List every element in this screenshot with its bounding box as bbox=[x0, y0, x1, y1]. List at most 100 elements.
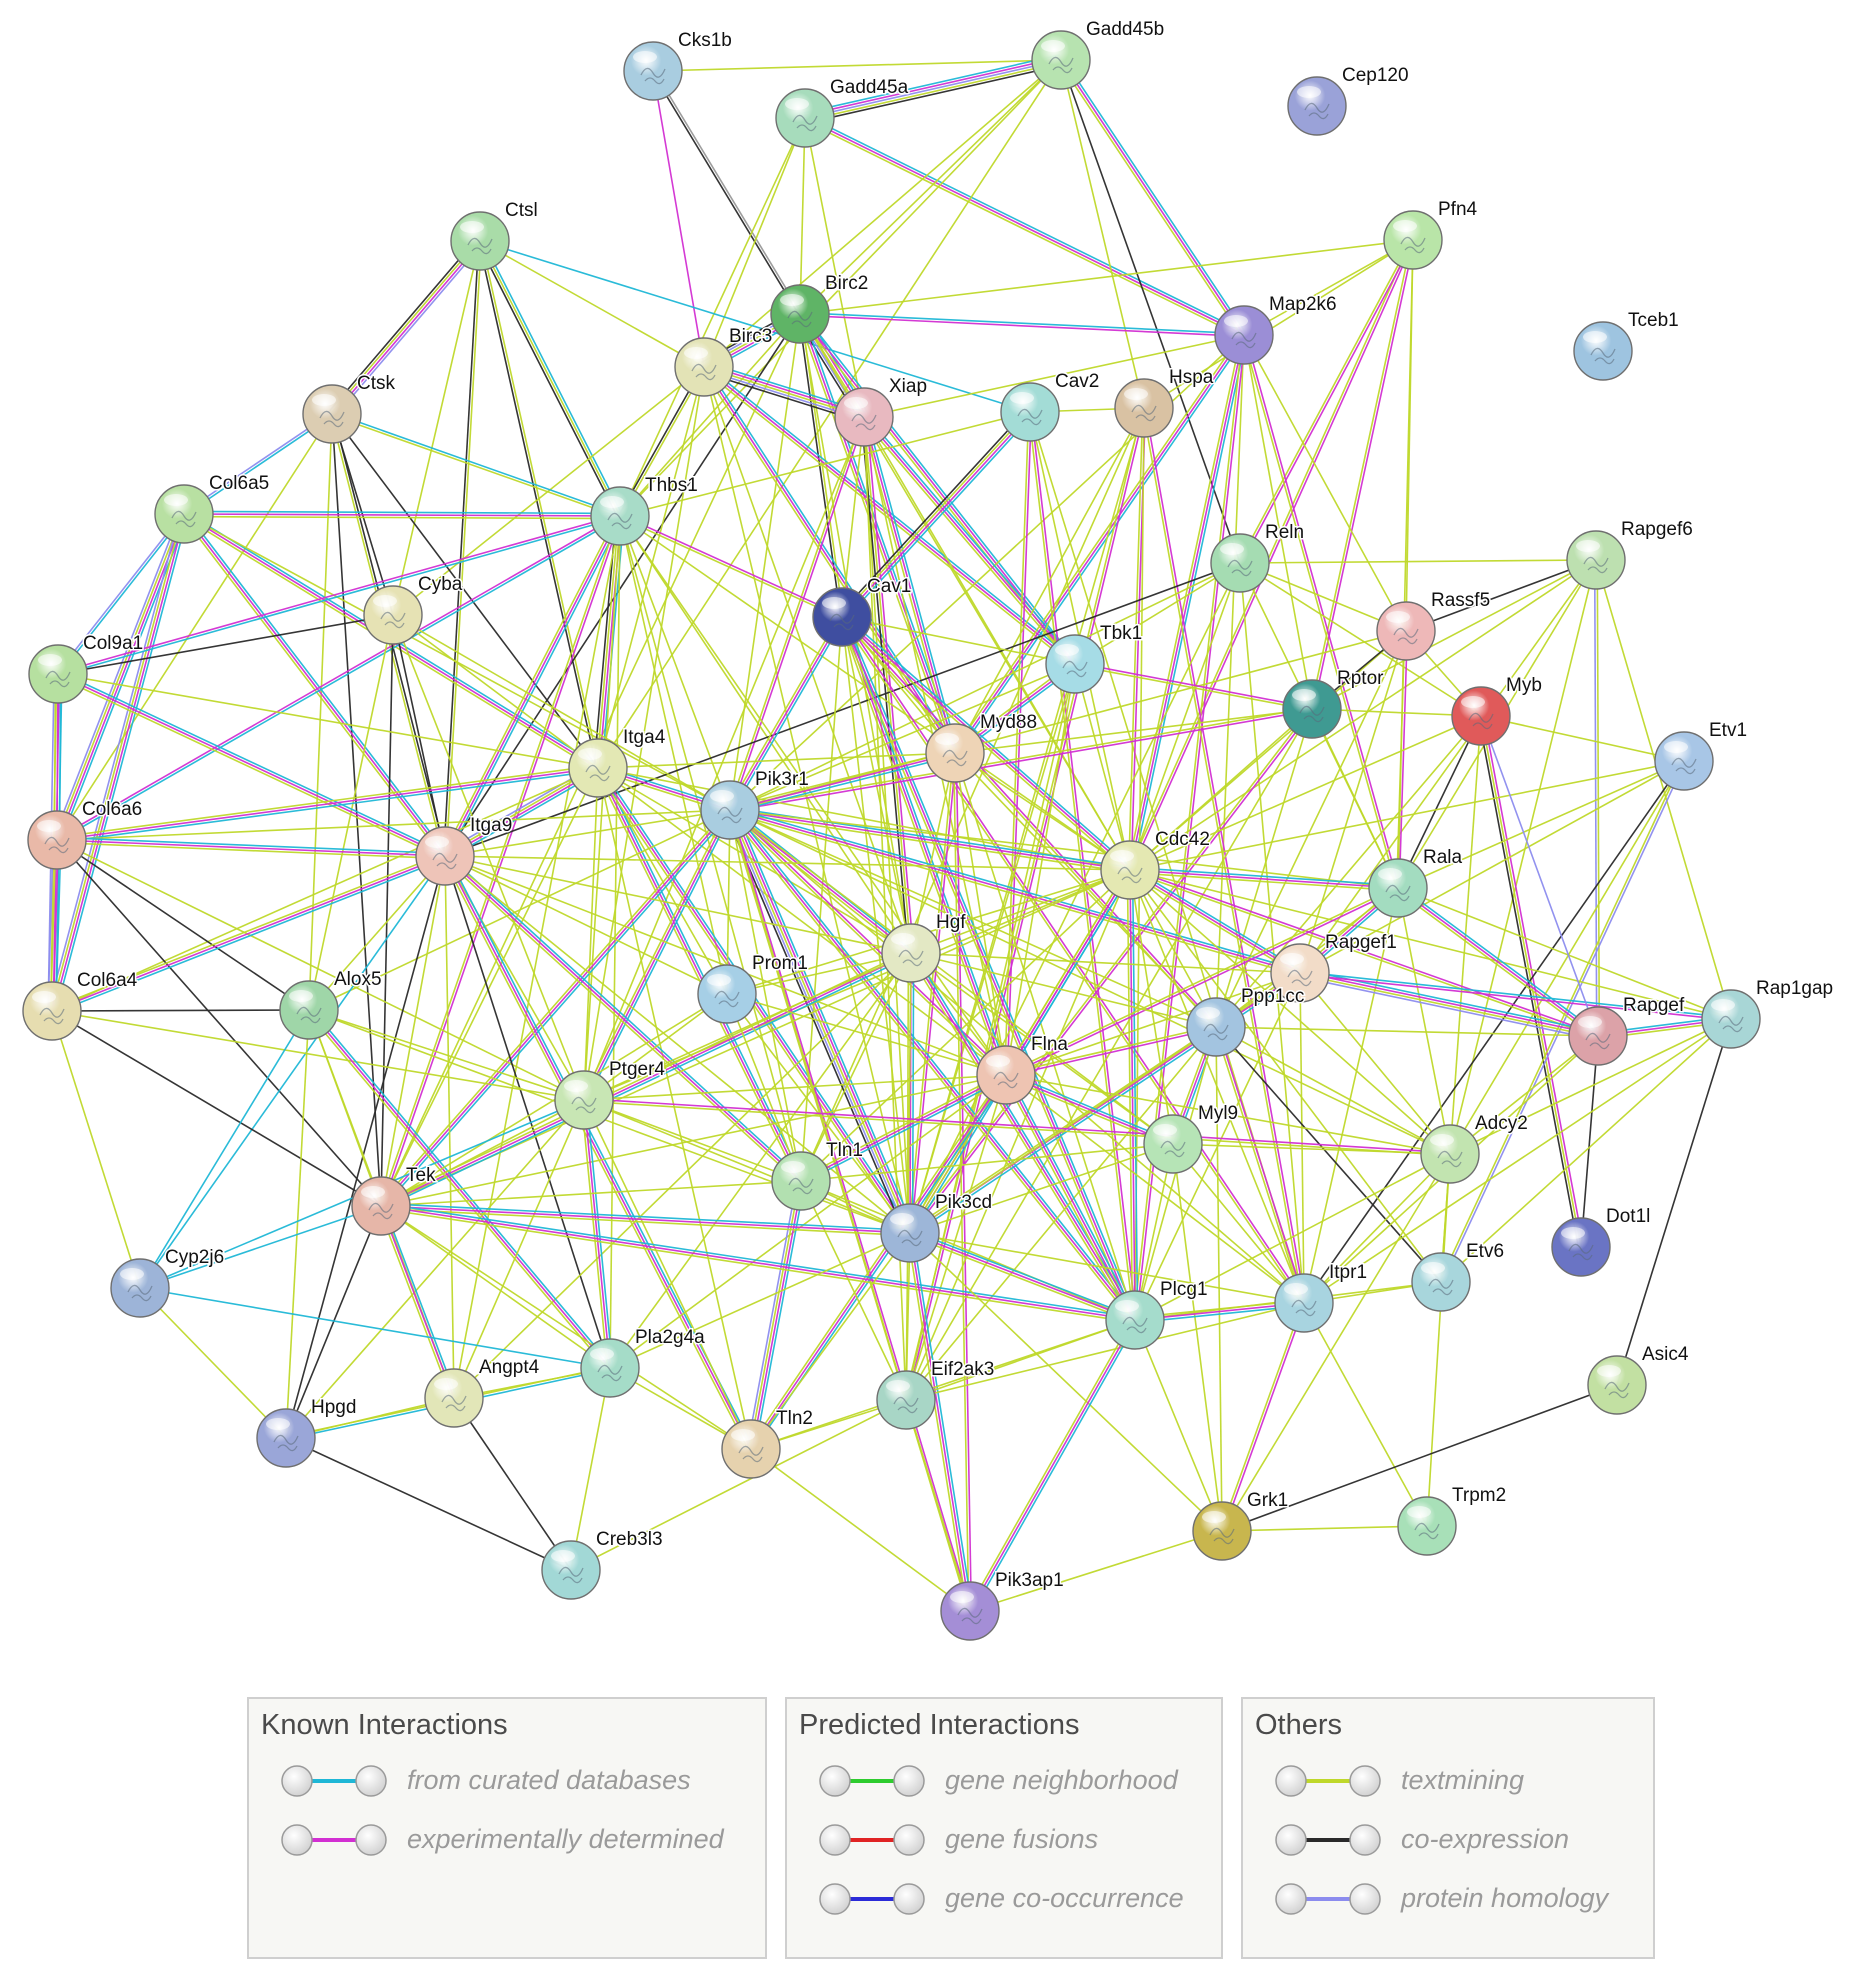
node-sphere[interactable] bbox=[1701, 989, 1761, 1049]
node-sphere[interactable] bbox=[1000, 382, 1060, 442]
node-sphere[interactable] bbox=[1368, 858, 1428, 918]
node-sphere[interactable] bbox=[580, 1338, 640, 1398]
node-sphere[interactable] bbox=[279, 980, 339, 1040]
protein-node-itga4[interactable]: Itga4 bbox=[568, 726, 667, 798]
node-sphere[interactable] bbox=[1105, 1290, 1165, 1350]
protein-node-etv6[interactable]: Etv6 bbox=[1411, 1240, 1506, 1312]
protein-node-hpgd[interactable]: Hpgd bbox=[256, 1396, 358, 1468]
node-sphere[interactable] bbox=[1192, 1501, 1252, 1561]
protein-node-cks1b[interactable]: Cks1b bbox=[623, 29, 733, 101]
node-sphere[interactable] bbox=[876, 1370, 936, 1430]
protein-node-myb[interactable]: Myb bbox=[1451, 674, 1543, 746]
node-sphere[interactable] bbox=[554, 1070, 614, 1130]
protein-node-prom1[interactable]: Prom1 bbox=[697, 952, 809, 1024]
protein-node-pfn4[interactable]: Pfn4 bbox=[1383, 198, 1479, 270]
protein-node-cyp2j6[interactable]: Cyp2j6 bbox=[110, 1246, 226, 1318]
node-sphere[interactable] bbox=[1100, 840, 1160, 900]
protein-node-birc3[interactable]: Birc3 bbox=[674, 325, 774, 397]
node-sphere[interactable] bbox=[1411, 1252, 1471, 1312]
node-sphere[interactable] bbox=[590, 486, 650, 546]
node-sphere[interactable] bbox=[1573, 321, 1633, 381]
protein-node-hspa[interactable]: Hspa bbox=[1114, 366, 1215, 438]
protein-node-map2k6[interactable]: Map2k6 bbox=[1214, 293, 1338, 365]
node-sphere[interactable] bbox=[623, 41, 683, 101]
node-sphere[interactable] bbox=[1397, 1496, 1457, 1556]
node-sphere[interactable] bbox=[700, 780, 760, 840]
protein-node-ctsl[interactable]: Ctsl bbox=[450, 199, 539, 271]
node-sphere[interactable] bbox=[1551, 1217, 1611, 1277]
protein-node-rapgef1[interactable]: Rapgef1 bbox=[1270, 931, 1398, 1003]
protein-node-alox5[interactable]: Alox5 bbox=[279, 968, 383, 1040]
node-sphere[interactable] bbox=[415, 826, 475, 886]
protein-node-reln[interactable]: Reln bbox=[1210, 521, 1306, 593]
protein-node-ptger4[interactable]: Ptger4 bbox=[554, 1058, 667, 1130]
protein-node-ctsk[interactable]: Ctsk bbox=[302, 372, 397, 444]
node-sphere[interactable] bbox=[925, 723, 985, 783]
protein-node-cdc42[interactable]: Cdc42 bbox=[1100, 828, 1211, 900]
protein-node-rptor[interactable]: Rptor bbox=[1282, 667, 1386, 739]
protein-node-pla2g4a[interactable]: Pla2g4a bbox=[580, 1326, 707, 1398]
node-sphere[interactable] bbox=[771, 1151, 831, 1211]
node-sphere[interactable] bbox=[27, 810, 87, 870]
node-sphere[interactable] bbox=[541, 1540, 601, 1600]
protein-node-tceb1[interactable]: Tceb1 bbox=[1573, 309, 1680, 381]
node-sphere[interactable] bbox=[976, 1045, 1036, 1105]
node-sphere[interactable] bbox=[1214, 305, 1274, 365]
node-sphere[interactable] bbox=[674, 337, 734, 397]
node-sphere[interactable] bbox=[1654, 731, 1714, 791]
node-sphere[interactable] bbox=[1451, 686, 1511, 746]
protein-node-col6a6[interactable]: Col6a6 bbox=[27, 798, 144, 870]
node-sphere[interactable] bbox=[880, 1203, 940, 1263]
protein-node-xiap[interactable]: Xiap bbox=[834, 375, 929, 447]
protein-node-col6a4[interactable]: Col6a4 bbox=[22, 969, 139, 1041]
protein-node-hgf[interactable]: Hgf bbox=[881, 911, 968, 983]
node-sphere[interactable] bbox=[1587, 1355, 1647, 1415]
node-sphere[interactable] bbox=[940, 1581, 1000, 1641]
protein-node-itga9[interactable]: Itga9 bbox=[415, 814, 514, 886]
node-sphere[interactable] bbox=[1376, 601, 1436, 661]
protein-node-birc2[interactable]: Birc2 bbox=[770, 272, 870, 344]
node-sphere[interactable] bbox=[1287, 76, 1347, 136]
protein-node-dot1l[interactable]: Dot1l bbox=[1551, 1205, 1652, 1277]
protein-node-asic4[interactable]: Asic4 bbox=[1587, 1343, 1690, 1415]
node-sphere[interactable] bbox=[110, 1258, 170, 1318]
node-sphere[interactable] bbox=[812, 587, 872, 647]
node-sphere[interactable] bbox=[881, 923, 941, 983]
protein-node-myl9[interactable]: Myl9 bbox=[1143, 1102, 1240, 1174]
protein-node-gadd45a[interactable]: Gadd45a bbox=[775, 76, 910, 148]
protein-node-gadd45b[interactable]: Gadd45b bbox=[1031, 18, 1166, 90]
node-sphere[interactable] bbox=[775, 88, 835, 148]
node-sphere[interactable] bbox=[424, 1368, 484, 1428]
protein-node-adcy2[interactable]: Adcy2 bbox=[1420, 1112, 1529, 1184]
protein-node-cav1[interactable]: Cav1 bbox=[812, 575, 913, 647]
protein-node-creb3l3[interactable]: Creb3l3 bbox=[541, 1528, 664, 1600]
protein-node-rap1gap[interactable]: Rap1gap bbox=[1701, 977, 1835, 1049]
node-sphere[interactable] bbox=[154, 484, 214, 544]
protein-node-cep120[interactable]: Cep120 bbox=[1287, 64, 1410, 136]
protein-node-grk1[interactable]: Grk1 bbox=[1192, 1489, 1290, 1561]
protein-node-pik3r1[interactable]: Pik3r1 bbox=[700, 768, 810, 840]
protein-node-plcg1[interactable]: Plcg1 bbox=[1105, 1278, 1209, 1350]
protein-node-rassf5[interactable]: Rassf5 bbox=[1376, 589, 1492, 661]
protein-node-tek[interactable]: Tek bbox=[351, 1164, 438, 1236]
node-sphere[interactable] bbox=[1282, 679, 1342, 739]
protein-node-rapgef6[interactable]: Rapgef6 bbox=[1566, 518, 1694, 590]
node-sphere[interactable] bbox=[1566, 530, 1626, 590]
protein-node-cav2[interactable]: Cav2 bbox=[1000, 370, 1101, 442]
node-sphere[interactable] bbox=[1045, 634, 1105, 694]
node-sphere[interactable] bbox=[1031, 30, 1091, 90]
node-sphere[interactable] bbox=[450, 211, 510, 271]
protein-node-pik3cd[interactable]: Pik3cd bbox=[880, 1191, 994, 1263]
protein-node-ppp1cc[interactable]: Ppp1cc bbox=[1186, 985, 1306, 1057]
node-sphere[interactable] bbox=[22, 981, 82, 1041]
protein-node-rapgef[interactable]: Rapgef bbox=[1568, 994, 1686, 1066]
node-sphere[interactable] bbox=[1210, 533, 1270, 593]
node-sphere[interactable] bbox=[568, 738, 628, 798]
node-sphere[interactable] bbox=[1186, 997, 1246, 1057]
node-sphere[interactable] bbox=[1568, 1006, 1628, 1066]
node-sphere[interactable] bbox=[302, 384, 362, 444]
node-sphere[interactable] bbox=[28, 644, 88, 704]
protein-node-tbk1[interactable]: Tbk1 bbox=[1045, 622, 1144, 694]
node-sphere[interactable] bbox=[363, 585, 423, 645]
